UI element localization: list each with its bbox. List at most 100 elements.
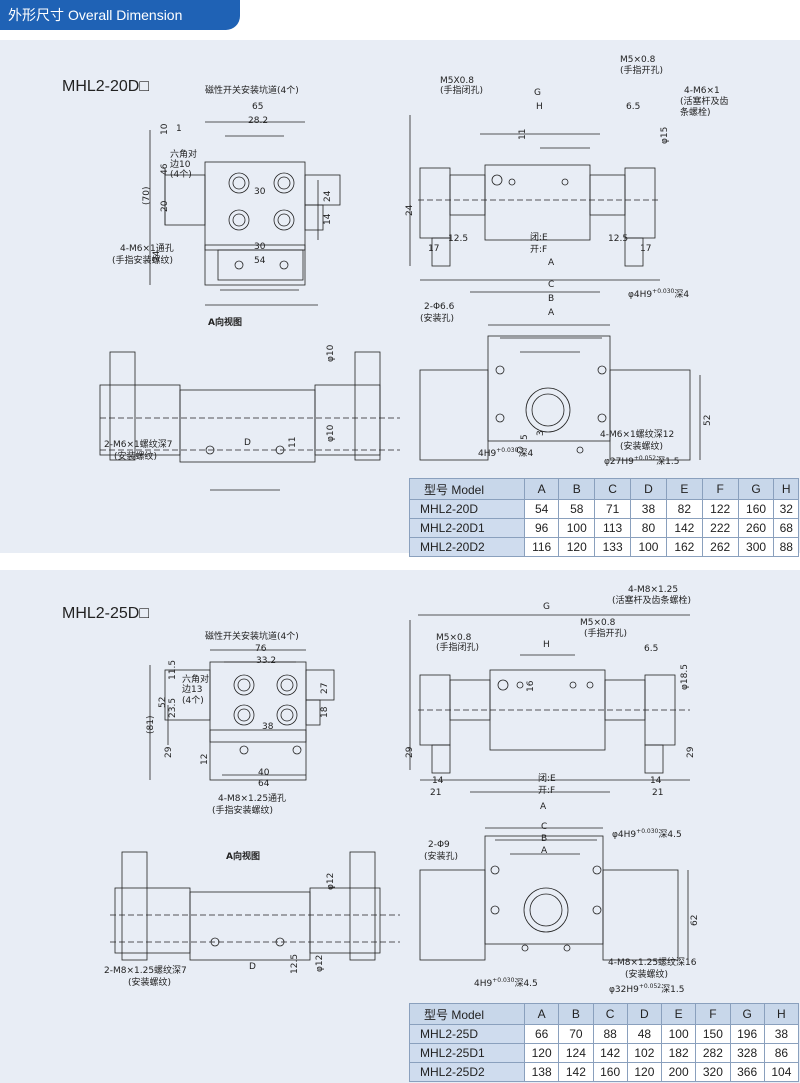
table-cell: 116	[523, 537, 560, 557]
table-cell: 88	[592, 1024, 628, 1044]
label-mount-screw: 2-M8×1.25螺纹深7	[104, 966, 187, 976]
table-header: 型号 Model	[409, 478, 525, 500]
dim-38: 38	[262, 722, 274, 732]
dim-11: 11	[518, 128, 528, 140]
dim-12-5-a: 12.5	[448, 234, 469, 244]
table-row: MHL2-25D 66 70 88 48 100 150 196 38	[409, 1024, 800, 1044]
label-hole: 2-Φ6.6	[424, 302, 455, 312]
table-cell: 88	[773, 537, 799, 557]
table-cell: 142	[592, 1043, 628, 1063]
table-header: B	[558, 1003, 594, 1025]
table-cell: 142	[558, 1062, 594, 1082]
dim-phi15: φ15	[660, 126, 670, 144]
label-pin2: 4H9+0.030深4.5	[474, 977, 538, 989]
table-cell: 162	[665, 537, 703, 557]
dim-phi12-a: φ12	[326, 872, 336, 890]
table-cell: MHL2-20D2	[409, 537, 525, 557]
dim-14-a: 14	[432, 776, 444, 786]
label-m5-closed: M5X0.8	[440, 76, 474, 86]
table-cell: 328	[729, 1043, 765, 1063]
drawing-25d	[110, 614, 690, 961]
dim-H: H	[536, 102, 543, 112]
label-hole: 2-Φ9	[428, 840, 450, 850]
dim-46: 46	[160, 163, 170, 175]
dim-14: 14	[323, 213, 333, 225]
dim-D: D	[244, 438, 251, 448]
table-cell: 120	[626, 1062, 663, 1082]
table-header: E	[665, 478, 703, 500]
dim-D: D	[249, 962, 256, 972]
label-a-view: A向视图	[208, 318, 242, 328]
dim-6-5: 6.5	[626, 102, 641, 112]
label-m5-open: M5×0.8	[620, 55, 656, 65]
table-header: G	[729, 1003, 765, 1025]
table-row: MHL2-25D1 120 124 142 102 182 282 328 86	[409, 1043, 800, 1063]
table-cell: 102	[626, 1043, 663, 1063]
label-hex: 六角对	[170, 150, 198, 160]
dim-20: 20	[160, 200, 170, 212]
table-cell: 120	[523, 1043, 560, 1063]
label-hole2: (安装孔)	[424, 852, 459, 862]
label-hex: 六角对	[182, 675, 210, 685]
label-pin2: 4H9+0.030深4	[478, 447, 534, 459]
model-title-25d: MHL2-25D□	[62, 605, 150, 622]
dim-29: 29	[164, 746, 174, 758]
title-cn: 外形尺寸	[8, 8, 64, 24]
table-header: F	[695, 1003, 731, 1025]
dim-64: 64	[258, 779, 270, 789]
dim-B: B	[548, 294, 555, 304]
table-cell: MHL2-20D1	[409, 518, 525, 538]
label-pin: φ4H9+0.030深4	[628, 288, 690, 300]
dim-phi12-b: φ12	[315, 954, 325, 972]
label-hole2: (安装孔)	[420, 314, 455, 324]
dim-76: 76	[255, 644, 267, 654]
dim-12-5: 12.5	[290, 953, 300, 974]
dim-40: 40	[258, 768, 270, 778]
table-cell: MHL2-25D1	[409, 1043, 525, 1063]
section-mhl2-25d: MHL2-25D□ 磁性开关安装坑道(4个) 76 33.2 六角对 边13 (…	[0, 570, 800, 1083]
table-cell: 150	[695, 1024, 731, 1044]
label-pin: φ4H9+0.030深4.5	[612, 828, 682, 840]
dim-3: 3	[536, 430, 546, 436]
label-m5-open2: (手指开孔)	[584, 629, 628, 639]
label-hex3: (4个)	[170, 170, 192, 180]
label-m5-open: M5×0.8	[580, 618, 616, 628]
table-cell: 282	[695, 1043, 731, 1063]
dim-62: 62	[690, 914, 700, 926]
table-cell: 133	[594, 537, 632, 557]
table-cell: 182	[660, 1043, 697, 1063]
table-header-row: 型号 Model A B C D E F G H	[409, 1003, 800, 1025]
table-cell: 160	[737, 499, 775, 519]
label-finger-mount2: (手指安装螺纹)	[212, 806, 274, 816]
dim-23-5: 23.5	[168, 697, 178, 718]
title-en: Overall Dimension	[68, 7, 183, 23]
table-header: B	[558, 478, 596, 500]
dim-G: G	[534, 88, 541, 98]
dim-21-b: 21	[652, 788, 664, 798]
label-piston2: (活塞杆及齿	[680, 97, 729, 107]
dim-29-c: 29	[686, 746, 696, 758]
label-thread2: (安装螺纹)	[625, 970, 669, 980]
table-header: C	[594, 478, 632, 500]
table-header: D	[626, 1003, 663, 1025]
dim-H: H	[543, 640, 550, 650]
label-m5-closed: M5×0.8	[436, 633, 472, 643]
label-magnet-slot: 磁性开关安装坑道(4个)	[205, 86, 299, 96]
dim-A: A	[541, 846, 548, 856]
table-cell: 138	[523, 1062, 560, 1082]
table-cell: 58	[558, 499, 596, 519]
dim-11-5: 11.5	[168, 659, 178, 680]
table-cell: 100	[558, 518, 596, 538]
label-finger-mount2: (手指安装螺纹)	[112, 256, 174, 266]
dim-C: C	[541, 822, 548, 832]
dim-16: 16	[526, 680, 536, 692]
table-header: E	[660, 1003, 697, 1025]
label-piston2: (活塞杆及齿条螺栓)	[612, 596, 692, 606]
label-mount-screw2: (安装螺纹)	[114, 452, 158, 462]
dim-28-2: 28.2	[248, 116, 269, 126]
dim-B: B	[541, 834, 548, 844]
dim-6-5: 6.5	[644, 644, 659, 654]
table-cell: 122	[701, 499, 739, 519]
dim-G: G	[543, 602, 550, 612]
